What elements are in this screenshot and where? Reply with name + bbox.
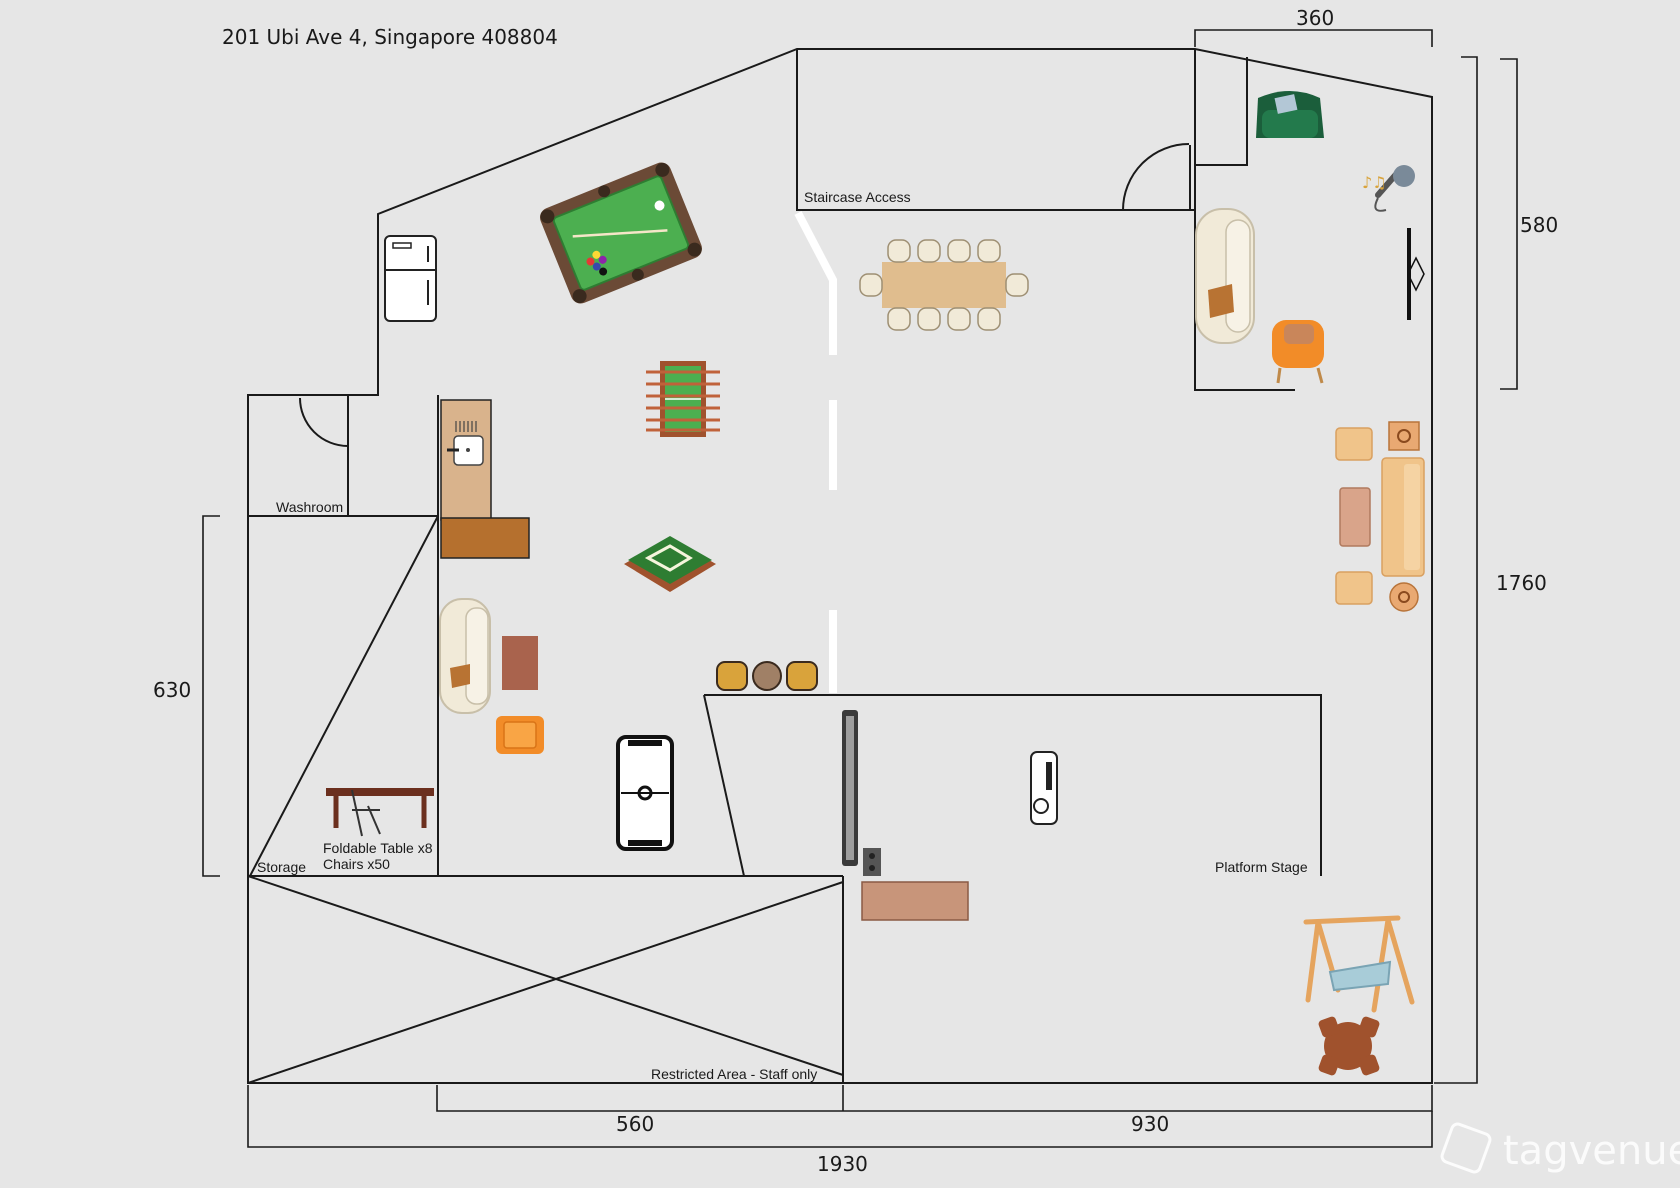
fridge-icon <box>384 235 437 322</box>
dim-label-right-total: 1760 <box>1496 571 1547 595</box>
round-table-icon <box>1318 1016 1380 1076</box>
label-storage: Storage <box>257 859 306 875</box>
staircase-wall <box>796 49 1195 211</box>
mahjong-table-icon <box>624 536 716 592</box>
lounge-set-icon <box>1335 421 1425 612</box>
speaker-icon <box>1030 751 1058 825</box>
dim-right-total <box>1434 56 1478 1084</box>
dim-right-upper <box>1500 58 1518 390</box>
air-hockey-table-icon <box>616 735 674 851</box>
projector-screen-icon <box>842 710 881 876</box>
dim-label-bottom-left: 560 <box>616 1112 654 1136</box>
label-washroom: Washroom <box>276 499 343 515</box>
labels: 201 Ubi Ave 4, Singapore 408804 Staircas… <box>153 6 1558 1176</box>
side-cabinet-icon <box>502 636 538 690</box>
dim-left <box>202 515 220 877</box>
dim-label-bottom-right: 930 <box>1131 1112 1169 1136</box>
label-restricted-area: Restricted Area - Staff only <box>651 1066 817 1082</box>
label-platform-stage: Platform Stage <box>1215 859 1308 875</box>
lounge-room-wall <box>1194 49 1295 391</box>
walls <box>247 48 1433 1084</box>
foosball-table-icon <box>646 361 720 437</box>
dim-bottom-split <box>436 1085 1433 1112</box>
address-title: 201 Ubi Ave 4, Singapore 408804 <box>222 25 558 49</box>
dim-bottom-total <box>247 1085 1433 1148</box>
lounge-sofa-icon <box>1195 208 1255 344</box>
washroom-door-arc <box>299 397 349 448</box>
dim-label-left: 630 <box>153 678 191 702</box>
label-foldable-table: Foldable Table x8 <box>323 840 433 856</box>
dim-label-bottom-total: 1930 <box>817 1152 868 1176</box>
swing-icon <box>1303 915 1415 1013</box>
restricted-wall <box>247 875 844 1084</box>
wall-screen-icon <box>1407 228 1425 320</box>
microphone-icon: ♪♫ <box>1362 165 1415 212</box>
orange-armchair-icon <box>496 716 544 754</box>
label-staircase-access: Staircase Access <box>804 189 911 205</box>
sofa-icon <box>439 598 491 714</box>
kitchen-counter-icon <box>440 399 530 559</box>
dimension-lines <box>202 29 1518 1148</box>
watermark-text: tagvenue <box>1503 1128 1680 1174</box>
label-chairs: Chairs x50 <box>323 856 390 872</box>
platform-stage-wall <box>703 694 1322 877</box>
orange-chair-icon <box>1272 320 1324 384</box>
foldable-table-icon <box>326 788 434 837</box>
stair-marking <box>794 211 837 355</box>
washroom-wall <box>248 395 438 517</box>
tagvenue-logo: tagvenue <box>1440 1122 1680 1174</box>
stage-desk-icon <box>861 881 969 921</box>
staircase-door-arc <box>1122 143 1190 211</box>
svg-text:♪♫: ♪♫ <box>1362 173 1387 192</box>
dim-top <box>1194 29 1433 47</box>
dim-label-top: 360 <box>1296 6 1334 30</box>
green-armchair-icon <box>1256 91 1324 138</box>
pool-table-icon <box>540 162 702 304</box>
dim-label-right-upper: 580 <box>1520 213 1558 237</box>
bar-seating-icon <box>716 661 818 691</box>
dining-table-icon <box>859 239 1029 331</box>
